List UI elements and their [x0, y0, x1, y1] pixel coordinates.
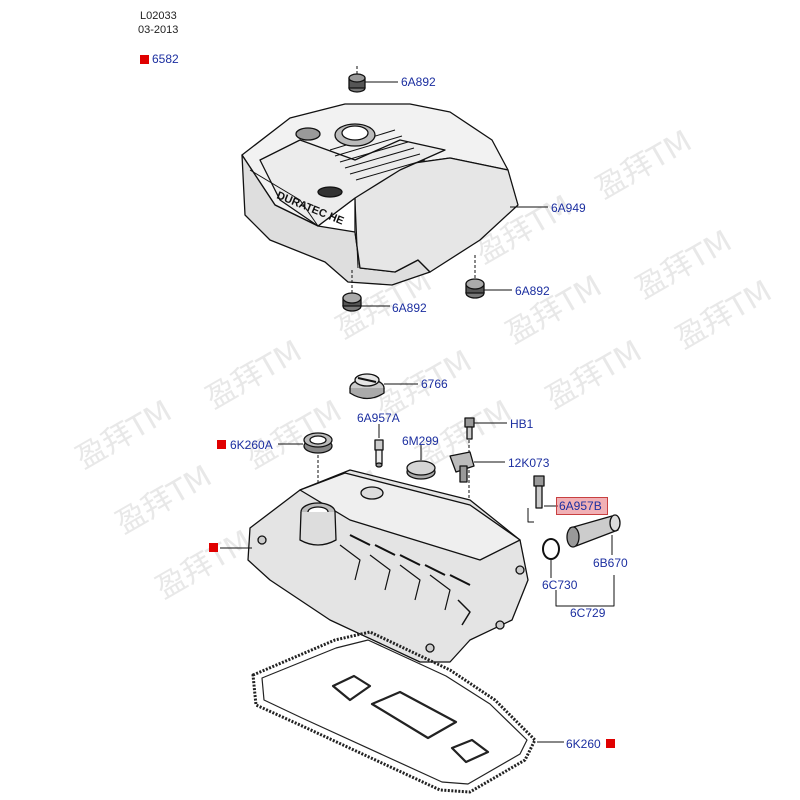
- callout-6c730[interactable]: 6C730: [542, 578, 578, 592]
- red-marker: [606, 739, 615, 748]
- valve-cover: [247, 469, 529, 663]
- callout-6766[interactable]: 6766: [421, 377, 448, 391]
- sensor-6a957a: [374, 439, 384, 468]
- callout-12k073[interactable]: 12K073: [508, 456, 550, 470]
- callout-6a892-bottom[interactable]: 6A892: [392, 301, 427, 315]
- red-marker: [217, 440, 226, 449]
- highlight-box: [556, 497, 608, 515]
- bolt-hb1: [464, 417, 475, 440]
- callout-6b670[interactable]: 6B670: [593, 556, 628, 570]
- plug-6m299: [406, 460, 436, 480]
- callout-hb1[interactable]: HB1: [510, 417, 534, 431]
- bracket-6c729: [555, 575, 615, 607]
- diagram-date: 03-2013: [138, 24, 179, 36]
- pcv-valve-6a957b: [527, 475, 545, 523]
- grommet-top: [348, 73, 366, 93]
- red-marker: [140, 55, 149, 64]
- callout-6c729[interactable]: 6C729: [570, 606, 606, 620]
- seal-6k260a: [303, 432, 333, 454]
- camshaft-sensor-12k073: [449, 451, 475, 483]
- engine-cover: [241, 103, 519, 286]
- grommet-right: [465, 278, 485, 299]
- diagram-code: L02033: [140, 10, 177, 22]
- callout-6a892-right[interactable]: 6A892: [515, 284, 550, 298]
- callout-6a949[interactable]: 6A949: [551, 201, 586, 215]
- callout-6k260[interactable]: 6K260: [566, 737, 601, 751]
- grommet-bottom-left: [342, 292, 362, 312]
- callout-6a957a[interactable]: 6A957A: [357, 411, 400, 425]
- gasket-6k260: [251, 630, 537, 794]
- red-marker: [209, 543, 218, 552]
- callout-6a892-top[interactable]: 6A892: [401, 75, 436, 89]
- callout-6a957b[interactable]: 6A957B: [559, 499, 602, 513]
- breather-connector-6b670: [566, 514, 621, 548]
- callout-6582[interactable]: 6582: [152, 52, 179, 66]
- o-ring-6c730: [542, 538, 560, 560]
- callout-6k260a[interactable]: 6K260A: [230, 438, 273, 452]
- callout-6m299[interactable]: 6M299: [402, 434, 439, 448]
- oil-filler-cap: [349, 373, 385, 400]
